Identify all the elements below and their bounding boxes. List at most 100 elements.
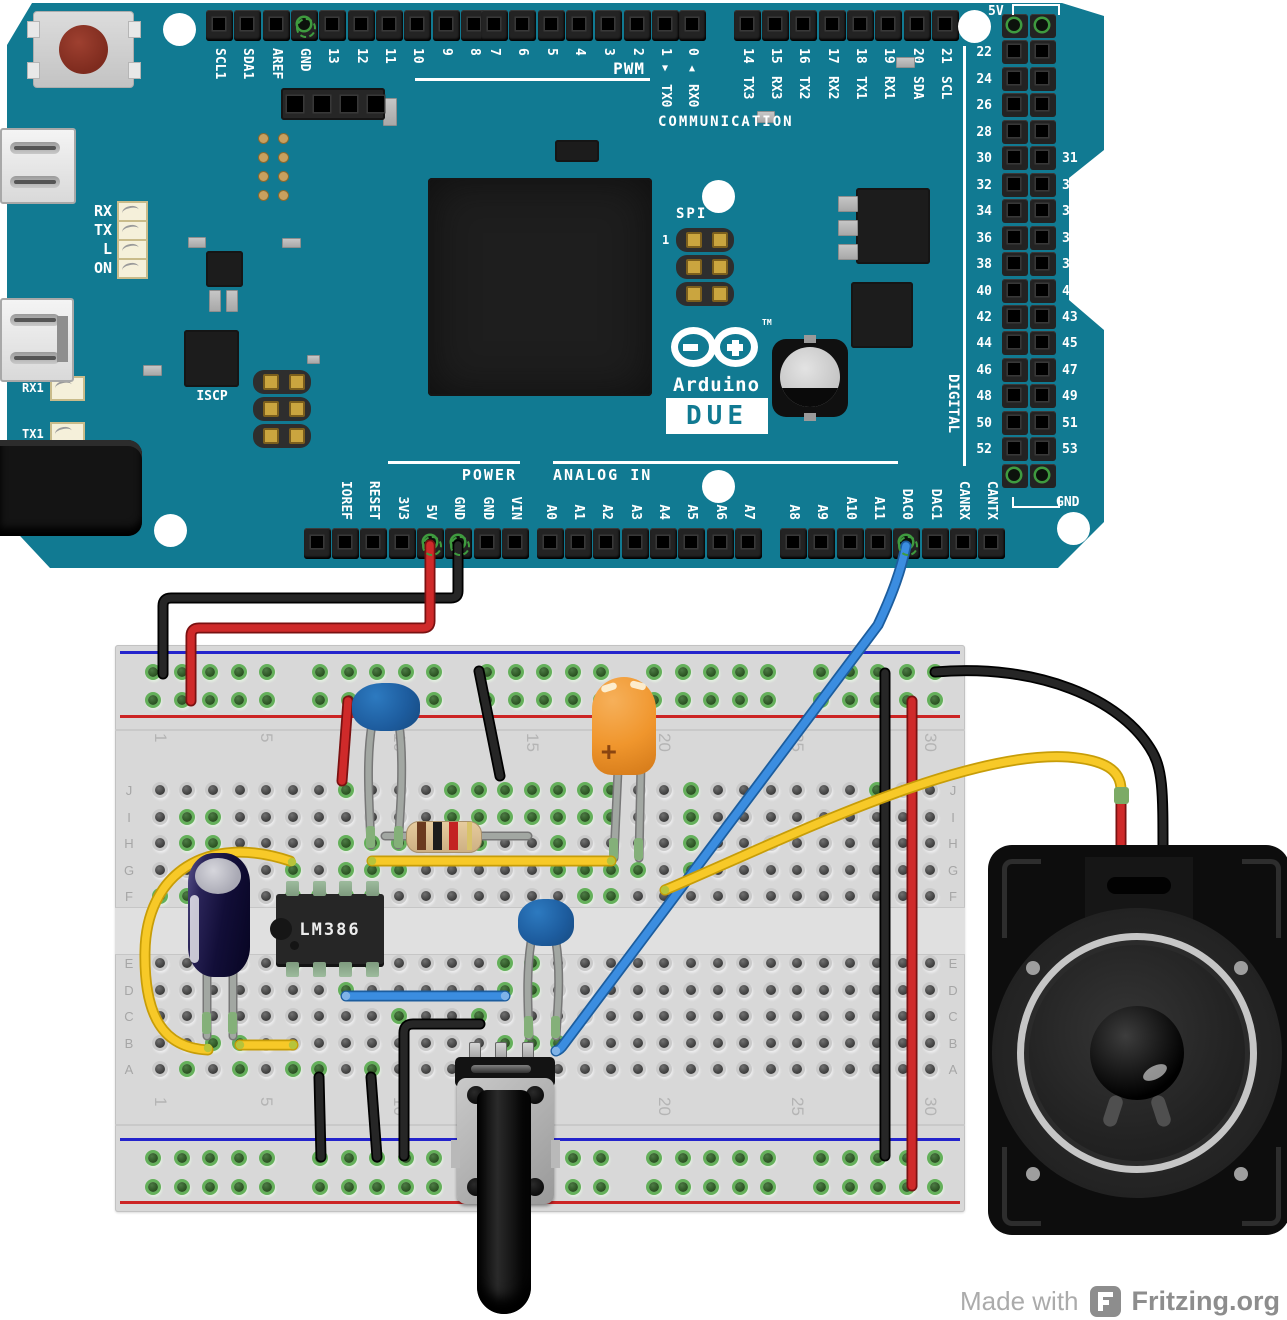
smd-chip <box>856 188 930 264</box>
via-pad <box>278 171 289 182</box>
breadboard-hole <box>233 1153 244 1163</box>
header-pin <box>594 10 622 41</box>
breadboard-hole <box>208 838 219 848</box>
breadboard-hole <box>818 864 829 875</box>
breadboard-hole <box>792 1037 803 1048</box>
row-label: D <box>124 982 134 998</box>
column-number: 25 <box>788 733 808 752</box>
pin-label: DAC0 <box>899 488 914 520</box>
breadboard-hole <box>287 838 298 848</box>
pin-label: 3V3 <box>395 496 410 520</box>
breadboard-hole <box>924 838 935 848</box>
tx0-marker-icon: ▼ <box>661 63 669 74</box>
chip-label: LM386 <box>299 920 361 940</box>
row-label: E <box>948 956 958 971</box>
breadboard-hole <box>526 864 537 875</box>
header-pin <box>536 528 564 559</box>
breadboard-hole <box>579 891 590 901</box>
header-pin <box>331 528 359 559</box>
breadboard-hole <box>181 785 192 795</box>
breadboard-hole <box>659 838 670 848</box>
logo-ring-minus <box>671 327 716 367</box>
breadboard-hole <box>898 1064 909 1074</box>
potentiometer-knob <box>477 1090 531 1314</box>
polarity-plus-mark: + <box>601 737 617 767</box>
pwm-label: PWM <box>613 59 645 78</box>
breadboard-hole <box>261 1011 272 1021</box>
breadboard-hole <box>677 667 688 677</box>
breadboard-hole <box>579 1037 590 1048</box>
breadboard-hole <box>606 1064 617 1074</box>
breadboard-hole <box>315 695 325 705</box>
pin-label: SCL1 <box>212 48 227 80</box>
pin-label: IOREF <box>338 480 353 520</box>
breadboard-hole <box>686 785 696 795</box>
pin-label: A2 <box>599 504 614 520</box>
breadboard-hole <box>340 1037 351 1048</box>
tantalum-capacitor: + <box>592 677 656 775</box>
breadboard-hole <box>420 984 431 995</box>
breadboard-hole <box>765 811 776 822</box>
aux-header <box>281 88 385 120</box>
breadboard-hole <box>632 811 643 822</box>
breadboard-hole <box>871 864 882 875</box>
breadboard-hole <box>367 1064 378 1074</box>
digital-pin-number: 44 <box>976 336 992 352</box>
breadboard-hole <box>234 811 245 822</box>
breadboard-hole <box>500 811 511 822</box>
pin-label: TX2 <box>796 76 811 100</box>
pin-label: RX1 <box>881 76 896 100</box>
digital-pin-number: 49 <box>1062 389 1078 405</box>
digital-header-pin <box>1002 410 1028 435</box>
digital-pin-number: 47 <box>1062 362 1078 378</box>
digital-pin-number: 53 <box>1062 442 1078 458</box>
column-number: 5 <box>257 1097 277 1107</box>
breadboard-hole <box>677 1153 688 1163</box>
breadboard-hole <box>792 838 803 848</box>
mounting-hole <box>702 470 735 503</box>
breadboard-hole <box>420 1064 431 1074</box>
breadboard-hole <box>765 1037 776 1048</box>
breadboard-hole <box>792 811 803 822</box>
header-pin <box>592 528 620 559</box>
digital-pin-number: 22 <box>976 45 992 61</box>
via-pad <box>258 190 269 201</box>
breadboard-hole <box>208 1037 219 1048</box>
breadboard-hole <box>567 667 578 677</box>
breadboard-hole <box>420 785 431 795</box>
breadboard-hole <box>659 1037 670 1048</box>
breadboard-hole <box>606 811 617 822</box>
breadboard-hole <box>632 838 643 848</box>
pin-label: 9 <box>439 48 454 56</box>
row-label: I <box>951 809 955 825</box>
breadboard-hole <box>367 984 378 995</box>
breadboard-hole <box>739 958 750 968</box>
breadboard-hole <box>393 1064 404 1074</box>
pin-label: A11 <box>871 496 886 520</box>
breadboard-hole <box>686 1064 696 1074</box>
breadboard-hole <box>287 864 298 875</box>
breadboard-hole <box>677 695 688 705</box>
led-label: TX1 <box>22 427 44 441</box>
digital-pin-number: 33 <box>1062 177 1078 193</box>
digital-pin-number: 41 <box>1062 283 1078 299</box>
breadboard-hole <box>845 1037 856 1048</box>
column-number: 20 <box>655 733 675 752</box>
5v-bracket <box>1012 4 1060 15</box>
breadboard-hole <box>261 864 272 875</box>
via-pad <box>258 152 269 163</box>
breadboard-hole <box>632 1037 643 1048</box>
breadboard-hole <box>898 984 909 995</box>
breadboard-hole <box>739 1064 750 1074</box>
breadboard-hole <box>632 785 643 795</box>
breadboard-hole <box>606 1011 617 1021</box>
breadboard-hole <box>871 838 882 848</box>
smd-component <box>143 365 162 376</box>
column-number: 20 <box>655 1097 675 1116</box>
breadboard-hole <box>845 1064 856 1074</box>
breadboard-hole <box>510 695 521 705</box>
breadboard-hole <box>155 811 165 822</box>
breadboard-hole <box>606 864 617 875</box>
breadboard-hole <box>420 811 431 822</box>
